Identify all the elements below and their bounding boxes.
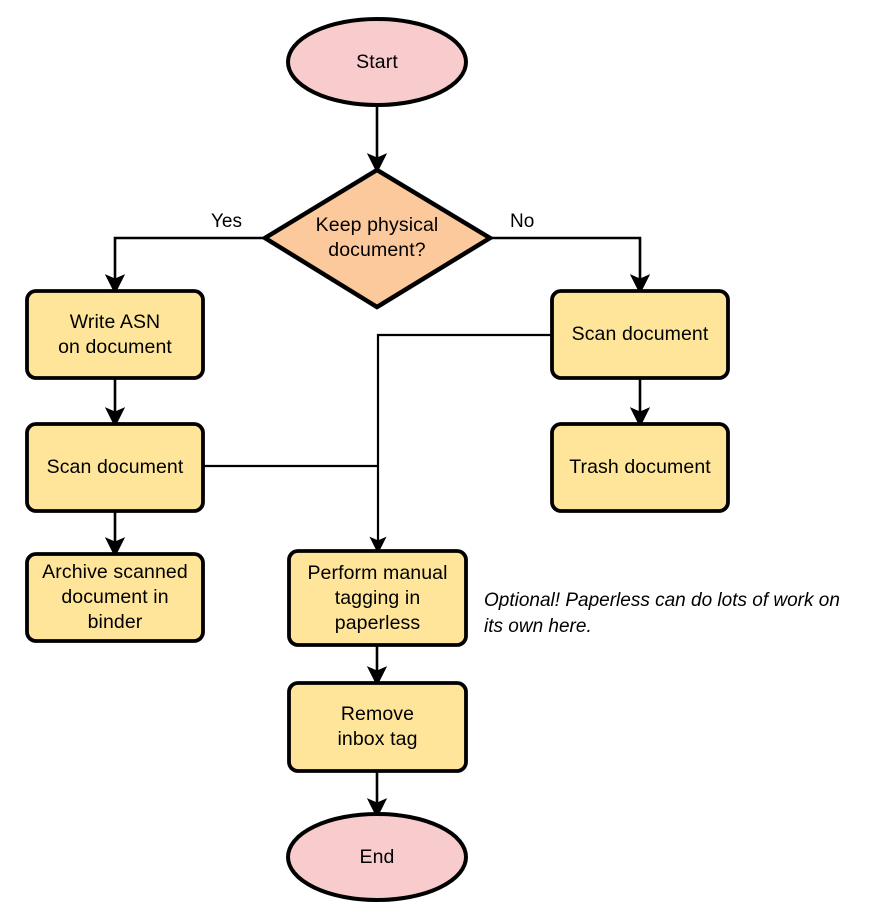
node-shape-end bbox=[286, 812, 468, 902]
node-shape-write-asn bbox=[25, 289, 205, 380]
node-shape-decision bbox=[260, 167, 495, 310]
node-shape-scan-right bbox=[550, 289, 730, 380]
annotation-optional-note: Optional! Paperless can do lots of work … bbox=[484, 590, 840, 637]
node-shape-remove-inbox bbox=[287, 681, 468, 773]
node-shape-archive bbox=[25, 552, 205, 643]
edge-decision-yes-to-write-asn bbox=[104, 236, 264, 295]
edge-scan-right-to-tagging bbox=[369, 333, 551, 554]
node-shape-scan-left bbox=[25, 422, 205, 513]
node-shape-trash bbox=[550, 422, 730, 513]
node-shape-start bbox=[286, 17, 468, 107]
edge-decision-no-to-scan-right bbox=[491, 236, 651, 295]
edge-label-no: No bbox=[510, 211, 535, 232]
edge-label-yes: Yes bbox=[211, 211, 242, 232]
node-shape-tagging bbox=[287, 549, 468, 647]
